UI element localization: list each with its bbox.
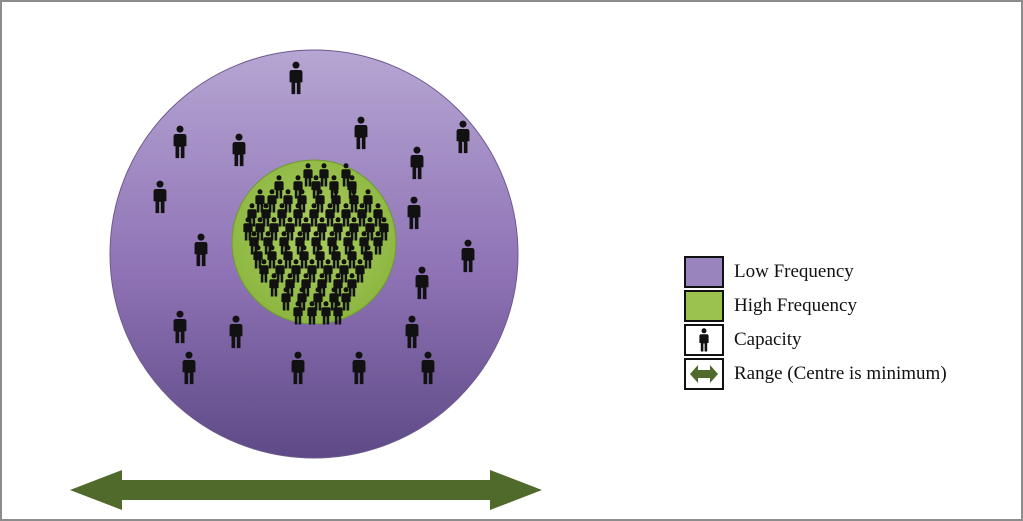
legend-label: Capacity (734, 329, 802, 350)
person-swatch (684, 324, 724, 356)
range-arrow (70, 470, 542, 510)
legend-item-range: Range (Centre is minimum) (684, 357, 947, 391)
legend-label: High Frequency (734, 295, 857, 316)
low-frequency-swatch (684, 256, 724, 288)
legend-item-high-frequency: High Frequency (684, 289, 947, 323)
high-frequency-swatch (684, 290, 724, 322)
double-arrow-icon (690, 365, 718, 383)
legend-item-low-frequency: Low Frequency (684, 255, 947, 289)
legend-item-capacity: Capacity (684, 323, 947, 357)
legend-label: Low Frequency (734, 261, 854, 282)
person-icon (699, 328, 709, 352)
legend: Low Frequency High Frequency Capacity Ra… (684, 255, 947, 391)
legend-label: Range (Centre is minimum) (734, 363, 947, 384)
range-swatch (684, 358, 724, 390)
